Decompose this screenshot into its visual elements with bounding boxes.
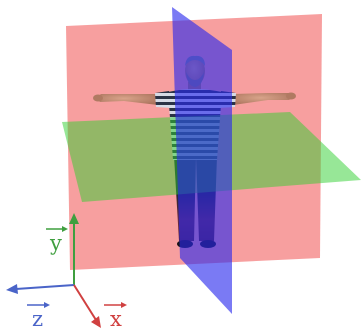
x-vector-arrowhead [121,302,127,308]
z-axis-arrowhead [6,284,18,294]
x-axis-label-group: x [104,302,127,329]
z-vector-arrowhead [44,302,50,308]
x-axis-line [73,284,97,321]
left-arm [96,94,158,105]
x-axis-label: x [110,307,122,329]
right-arm [233,93,294,105]
y-axis-arrowhead [69,213,79,224]
z-axis-label-group: z [27,302,50,329]
y-axis-label-group: y [46,226,68,255]
z-axis-line [15,284,75,290]
left-hand [93,94,103,102]
right-hand [286,92,296,100]
left-sleeve [155,91,172,108]
blue-plane [172,7,232,314]
y-vector-arrowhead [62,226,68,232]
z-axis-label: z [32,307,43,329]
x-axis-arrowhead [91,316,101,328]
axes-triad [6,213,101,328]
y-axis-label: y [49,231,62,255]
